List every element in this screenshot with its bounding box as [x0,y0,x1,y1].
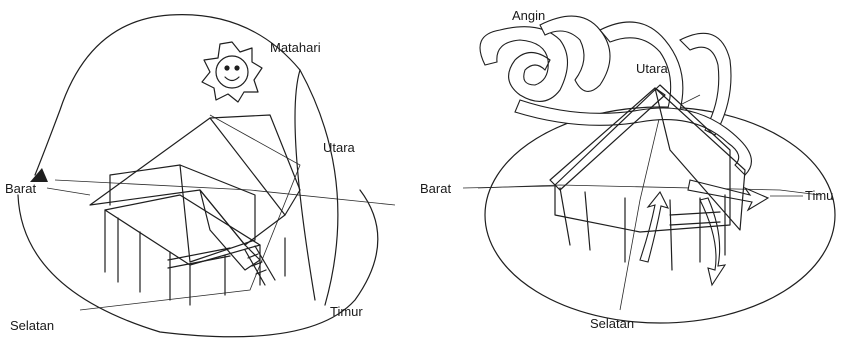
label-timur-left: Timur [330,304,363,319]
ground-ellipse [18,190,378,337]
sun-path-arc [35,15,338,305]
label-utara-right: Utara [636,61,669,76]
right-diagram: Angin Utara Barat Timu Selatan [420,8,835,331]
left-diagram: Matahari Utara Barat Selatan Timur [5,15,395,337]
leader-barat-left [47,188,90,195]
label-barat-left: Barat [5,181,36,196]
sun-icon [202,42,262,102]
house-icon [90,115,300,305]
label-selatan-right: Selatan [590,316,634,331]
ground-ellipse-right [485,107,835,323]
label-utara-left: Utara [323,140,356,155]
label-matahari: Matahari [270,40,321,55]
west-east-line [55,180,395,205]
label-selatan-left: Selatan [10,318,54,333]
arrow-icon [30,168,48,182]
label-angin: Angin [512,8,545,23]
leader-barat-right [463,186,555,188]
label-timur-right: Timu [805,188,833,203]
label-barat-right: Barat [420,181,451,196]
